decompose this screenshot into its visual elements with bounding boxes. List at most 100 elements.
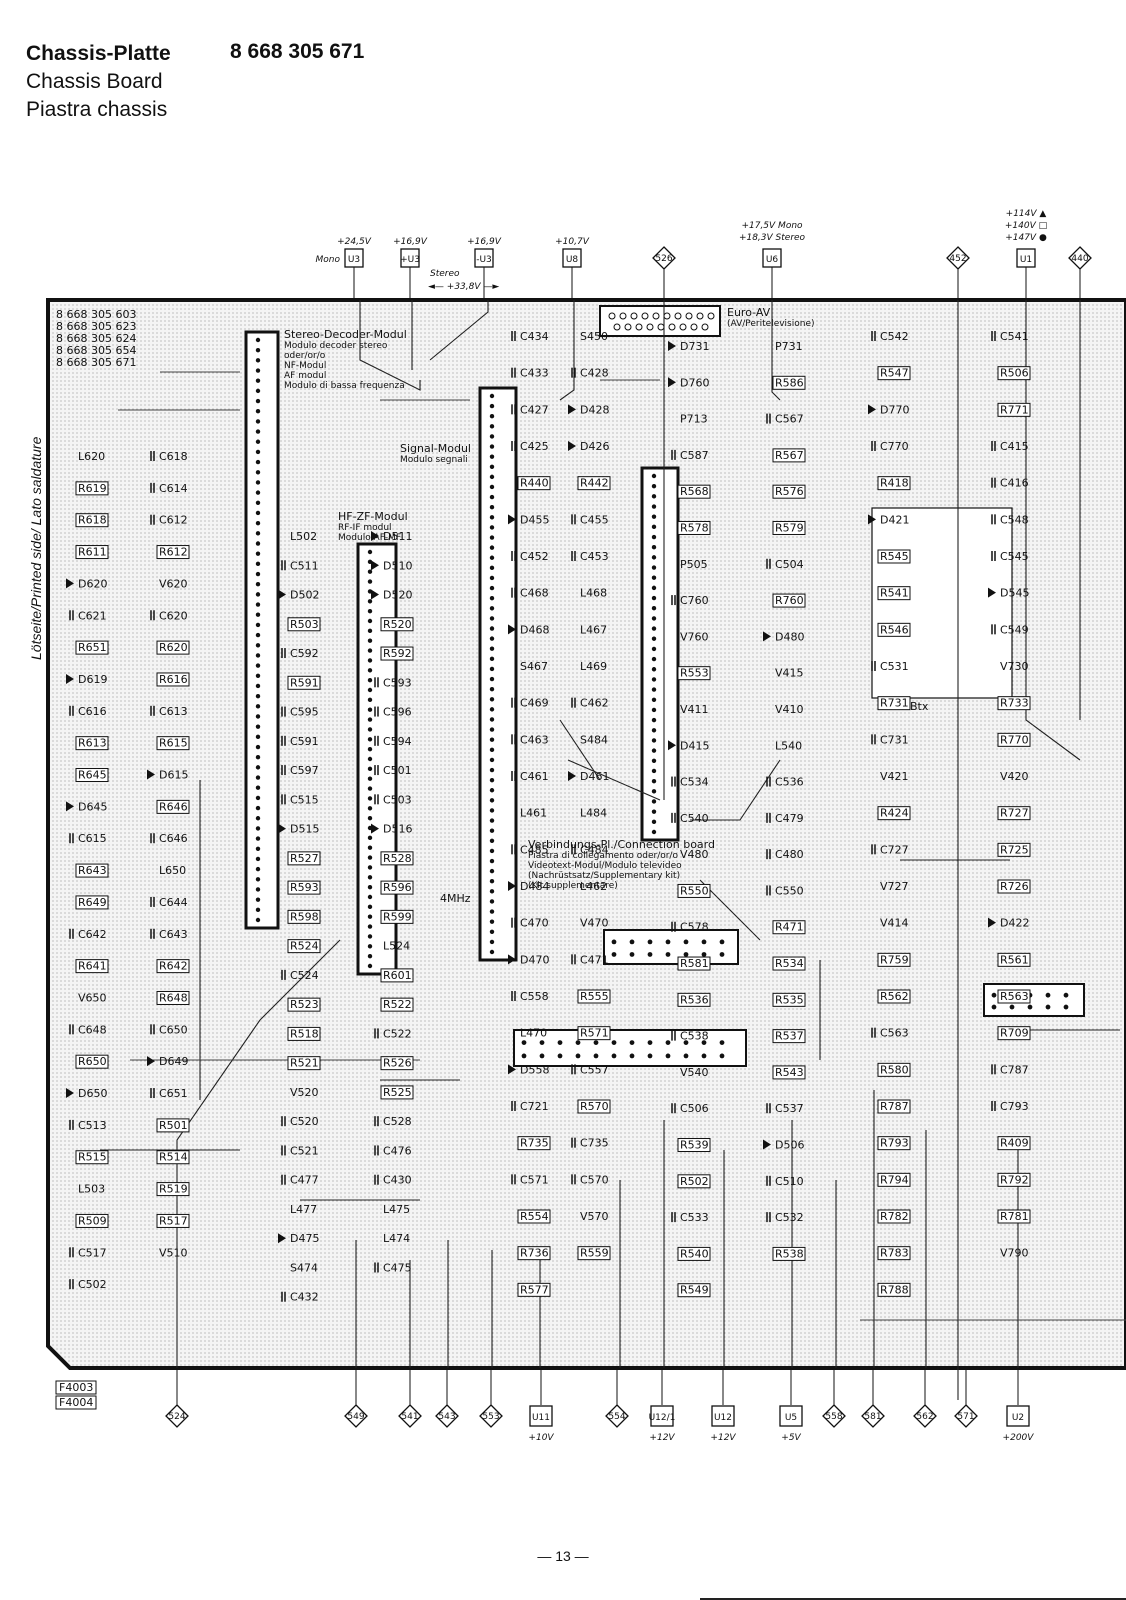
component-R524: R524 bbox=[287, 939, 321, 954]
component-label: P731 bbox=[775, 340, 803, 353]
component-label: R783 bbox=[880, 1247, 909, 1260]
component-R514: R514 bbox=[156, 1150, 190, 1165]
component-label: C484 bbox=[580, 843, 609, 856]
component-D649: D649 bbox=[147, 1055, 188, 1068]
component-R567: R567 bbox=[772, 448, 806, 463]
component-label: D484 bbox=[520, 880, 549, 893]
component-label: C550 bbox=[775, 884, 804, 897]
component-label: R471 bbox=[775, 921, 804, 934]
component-label: R549 bbox=[680, 1284, 709, 1297]
component-label: C521 bbox=[290, 1144, 319, 1157]
bottom-connector-562: 562 bbox=[913, 1368, 937, 1428]
component-L470: L470 bbox=[520, 1027, 547, 1040]
component-C471: C471 bbox=[571, 953, 609, 966]
component-V650: V650 bbox=[78, 991, 107, 1004]
component-label: R592 bbox=[383, 647, 412, 660]
component-label: R527 bbox=[290, 852, 319, 865]
component-C503: C503 bbox=[374, 793, 412, 806]
component-label: R541 bbox=[880, 587, 909, 600]
component-label: L468 bbox=[580, 587, 607, 600]
component-label: D649 bbox=[159, 1055, 188, 1068]
component-R760: R760 bbox=[772, 593, 806, 608]
component-C528: C528 bbox=[374, 1115, 412, 1128]
component-C476: C476 bbox=[374, 1144, 412, 1157]
component-R442: R442 bbox=[577, 476, 611, 491]
component-D645: D645 bbox=[66, 800, 107, 813]
component-V730: V730 bbox=[1000, 660, 1029, 673]
component-L484: L484 bbox=[580, 807, 607, 820]
module-subtitle: Modulo segnali bbox=[400, 455, 468, 465]
component-R523: R523 bbox=[287, 997, 321, 1012]
component-C644: C644 bbox=[150, 896, 188, 909]
connector-voltage: +200V bbox=[1003, 1433, 1035, 1443]
component-label: V620 bbox=[159, 577, 188, 590]
module-subtitle: (Nachrüstsatz/Supplementary kit) bbox=[528, 871, 680, 881]
component-S467: S467 bbox=[520, 660, 548, 673]
component-label: C614 bbox=[159, 482, 188, 495]
component-label: C536 bbox=[775, 776, 804, 789]
component-R538: R538 bbox=[772, 1246, 806, 1261]
component-label: C502 bbox=[78, 1278, 107, 1291]
component-C506: C506 bbox=[671, 1102, 709, 1115]
component-D545: D545 bbox=[988, 587, 1029, 600]
component-D506: D506 bbox=[763, 1139, 804, 1152]
component-C533: C533 bbox=[671, 1211, 709, 1224]
component-label: R543 bbox=[775, 1066, 804, 1079]
component-V570: V570 bbox=[580, 1210, 609, 1223]
connector-voltage: +147V ● bbox=[1005, 233, 1047, 243]
component-V480: V480 bbox=[680, 848, 709, 861]
component-label: R792 bbox=[1000, 1173, 1029, 1186]
component-label: R576 bbox=[775, 485, 804, 498]
component-R578: R578 bbox=[677, 520, 711, 535]
component-R645: R645 bbox=[75, 768, 109, 783]
title-english: Chassis Board bbox=[26, 70, 163, 93]
component-D468: D468 bbox=[508, 623, 549, 636]
component-R782: R782 bbox=[877, 1209, 911, 1224]
component-label: R579 bbox=[775, 521, 804, 534]
component-label: R591 bbox=[290, 676, 319, 689]
component-label: P713 bbox=[680, 413, 708, 426]
component-L477: L477 bbox=[290, 1203, 317, 1216]
module-subtitle: Modulo di bassa frequenza bbox=[284, 381, 405, 391]
component-C511: C511 bbox=[281, 559, 319, 572]
component-L462: L462 bbox=[580, 880, 607, 893]
component-C538: C538 bbox=[671, 1030, 709, 1043]
component-R586: R586 bbox=[772, 375, 806, 390]
board-title-block: Chassis-Platte Chassis Board Piastra cha… bbox=[26, 40, 171, 124]
connector-id: U12 bbox=[714, 1413, 732, 1423]
component-label: C455 bbox=[580, 513, 609, 526]
component-label: S450 bbox=[580, 330, 608, 343]
component-V620: V620 bbox=[159, 577, 188, 590]
component-label: C793 bbox=[1000, 1100, 1029, 1113]
module-subtitle: RF-IF modul bbox=[338, 523, 392, 533]
socket-pin bbox=[707, 312, 715, 320]
connector-id: 526 bbox=[655, 254, 672, 264]
connector-id: 524 bbox=[168, 1412, 185, 1422]
component-label: D558 bbox=[520, 1063, 549, 1076]
component-R506: R506 bbox=[997, 366, 1031, 381]
circuit-trace bbox=[429, 300, 489, 361]
component-R643: R643 bbox=[75, 863, 109, 878]
component-label: R596 bbox=[383, 881, 412, 894]
component-label: R536 bbox=[680, 993, 709, 1006]
connector-id: U8 bbox=[566, 255, 579, 265]
component-C571: C571 bbox=[511, 1173, 549, 1186]
circuit-trace bbox=[1025, 300, 1081, 761]
component-label: R518 bbox=[290, 1027, 319, 1040]
component-label: R731 bbox=[880, 697, 909, 710]
component-C614: C614 bbox=[150, 482, 188, 495]
connector-id: 549 bbox=[347, 1412, 364, 1422]
component-label: R781 bbox=[1000, 1210, 1029, 1223]
top-connector-526: 526 bbox=[652, 246, 676, 300]
component-label: C468 bbox=[520, 587, 549, 600]
component-label: C416 bbox=[1000, 477, 1029, 490]
component-label: C475 bbox=[383, 1261, 412, 1274]
variant-number: 8 668 305 654 bbox=[56, 344, 136, 357]
top-connector-440: 440 bbox=[1068, 246, 1092, 300]
component-C558: C558 bbox=[511, 990, 549, 1003]
component-R522: R522 bbox=[380, 997, 414, 1012]
component-C479: C479 bbox=[766, 812, 804, 825]
component-label: R550 bbox=[680, 884, 709, 897]
top-connector-U6: U6+17,5V Mono+18,3V Stereo bbox=[739, 221, 806, 300]
